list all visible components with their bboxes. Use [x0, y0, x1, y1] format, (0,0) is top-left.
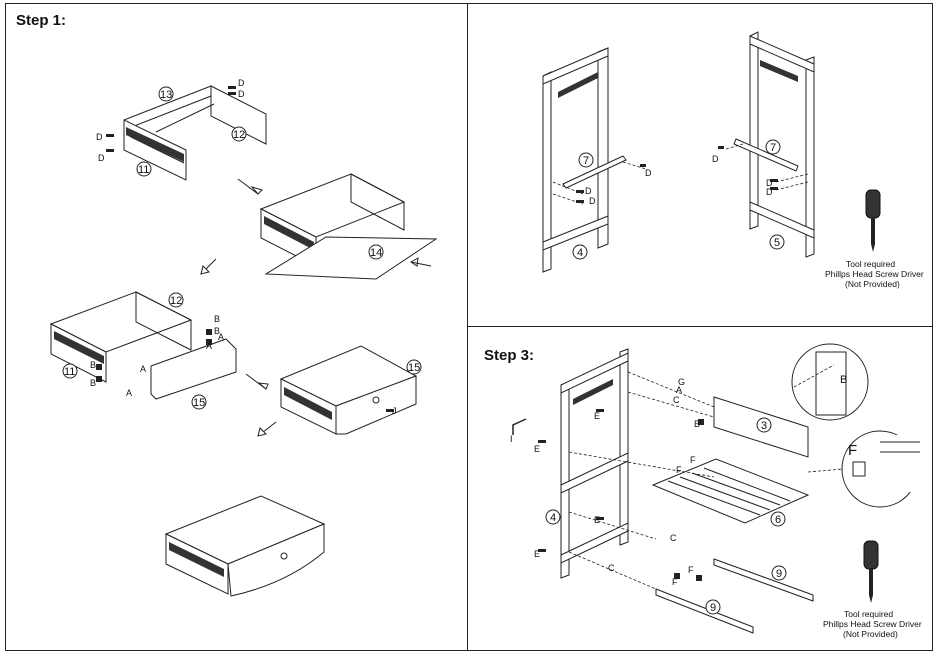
hw-a-s3: A [676, 385, 682, 395]
hw-d-3: D [96, 132, 103, 142]
hw-d-s2-3: D [645, 168, 652, 178]
hw-d-s2-6: D [766, 187, 773, 197]
hw-a-3: A [140, 364, 146, 374]
part-4-top: 4 [577, 247, 583, 259]
hw-d-s2-4: D [712, 154, 719, 164]
part-11-b: 11 [64, 366, 75, 378]
allen-key-icon [512, 418, 527, 435]
drawer-exploded-front [49, 291, 237, 400]
part-12: 12 [233, 129, 245, 141]
hw-f-zoom: F [848, 442, 857, 459]
step1-title: Step 1: [16, 12, 67, 29]
part-9-a: 9 [776, 568, 782, 580]
hw-f-2: F [690, 455, 696, 465]
drawer-with-base [259, 173, 438, 280]
part-3: 3 [761, 420, 767, 432]
hw-i: I [510, 434, 513, 444]
arrow-1 [237, 178, 263, 195]
arrow-2 [200, 258, 217, 275]
hw-e-1: E [594, 411, 600, 421]
hw-e-3: E [594, 515, 600, 525]
step1-diagram: 13 12 11 14 12 11 15 15 D D D [49, 78, 438, 597]
part-7-right: 7 [770, 142, 776, 154]
step3-diagram: 3 6 4 9 9 G A C E B I E F F E [510, 343, 923, 639]
part-4-bottom: 4 [550, 512, 556, 524]
hw-b-zoom: B [840, 374, 847, 386]
part-13: 13 [160, 89, 172, 101]
hw-d-1: D [238, 78, 245, 88]
drawer-final [164, 495, 326, 597]
step1-panel: Step 1: [5, 3, 469, 651]
part-6: 6 [775, 514, 781, 526]
hw-d-s2-5: D [766, 178, 773, 188]
part-5: 5 [774, 237, 780, 249]
drawer-assembled [279, 345, 418, 435]
arrow-3 [245, 373, 269, 390]
hw-b-1: B [214, 314, 220, 324]
part-12-b: 12 [170, 295, 182, 307]
hw-d-4: D [98, 153, 105, 163]
screwdriver-icon-bottom [863, 540, 879, 603]
drawer-frame-open-back [123, 85, 267, 181]
hw-f-1: F [676, 465, 682, 475]
part-9-b: 9 [710, 602, 716, 614]
part-7-left: 7 [583, 155, 589, 167]
hw-f-4: F [672, 577, 678, 587]
step3-title: Step 3: [484, 347, 535, 364]
part-14: 14 [370, 247, 382, 259]
screwdriver-icon-top [865, 189, 881, 252]
tool-note-line1-bottom: Tool required [844, 609, 893, 619]
hw-a-2: A [206, 341, 212, 351]
hw-e-4: E [534, 549, 540, 559]
part-11: 11 [138, 164, 149, 176]
part-15: 15 [193, 397, 205, 409]
hw-c-3: C [608, 563, 615, 573]
step3-panel: Step 3: [467, 326, 933, 651]
hw-d-s2-2: D [589, 196, 596, 206]
arrow-4 [257, 421, 277, 437]
hw-b-s3: B [694, 419, 700, 429]
hw-b-2: B [214, 326, 220, 336]
hw-f-3: F [688, 565, 694, 575]
hw-c-2: C [670, 533, 677, 543]
hw-d-2: D [238, 89, 245, 99]
tool-note-line2-bottom: Phillps Head Screw Driver [823, 619, 922, 629]
hw-a-1: A [218, 332, 224, 342]
hw-g: G [678, 377, 685, 387]
hw-e-2: E [534, 444, 540, 454]
hw-c-1: C [673, 395, 680, 405]
hw-b-4: B [90, 378, 96, 388]
step2-panel: 7 4 7 5 D D D D D D Tool required Phillp… [467, 3, 933, 328]
hw-b-3: B [90, 360, 96, 370]
step2-diagram: 7 4 7 5 D D D D D D Tool required Phillp… [542, 31, 924, 289]
part-15-b: 15 [408, 362, 420, 374]
hw-d-s2-1: D [585, 186, 592, 196]
tool-note-line3-top: (Not Provided) [845, 279, 900, 289]
tool-note-line2-top: Phillps Head Screw Driver [825, 269, 924, 279]
tool-note-line3-bottom: (Not Provided) [843, 629, 898, 639]
hw-j: J [392, 406, 397, 416]
tool-note-line1-top: Tool required [846, 259, 895, 269]
hw-a-4: A [126, 388, 132, 398]
